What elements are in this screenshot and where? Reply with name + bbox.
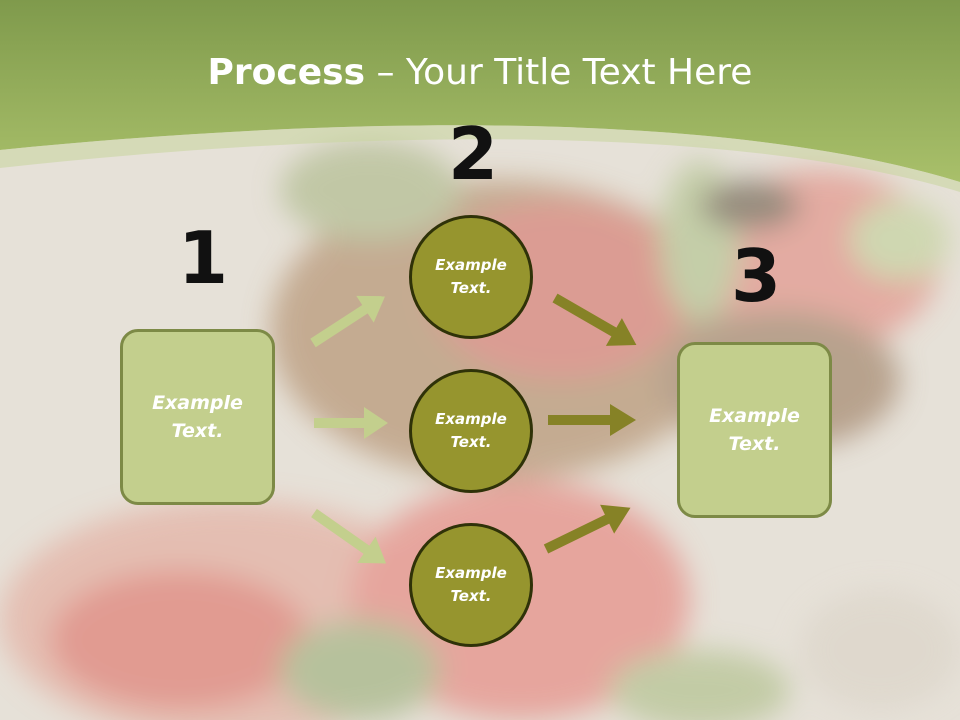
- step-number-3: 3: [731, 234, 782, 318]
- step-number-2: 2: [448, 112, 499, 196]
- arrow-bottom-to-right: [543, 504, 631, 554]
- process-circle-middle: Example Text.: [409, 369, 533, 493]
- process-box-left: Example Text.: [120, 329, 275, 505]
- arrow-middle-to-right: [548, 404, 636, 436]
- arrow-left-to-middle: [314, 407, 388, 439]
- process-circle-bottom: Example Text.: [409, 523, 533, 647]
- process-box-right: Example Text.: [677, 342, 832, 518]
- arrow-left-to-bottom: [311, 508, 387, 564]
- process-circle-top: Example Text.: [409, 215, 533, 339]
- title-rest: – Your Title Text Here: [365, 52, 753, 93]
- arrow-left-to-top: [310, 295, 386, 348]
- title-bold: Process: [207, 52, 366, 93]
- step-number-1: 1: [178, 216, 229, 300]
- process-circle-bottom-text: Example Text.: [435, 563, 507, 605]
- process-box-right-text: Example Text.: [709, 404, 800, 456]
- process-circle-middle-text: Example Text.: [435, 409, 507, 451]
- process-circle-top-text: Example Text.: [435, 255, 507, 297]
- arrow-top-to-right: [552, 293, 637, 346]
- process-box-left-text: Example Text.: [152, 391, 243, 443]
- slide-title: Process – Your Title Text Here: [0, 52, 960, 93]
